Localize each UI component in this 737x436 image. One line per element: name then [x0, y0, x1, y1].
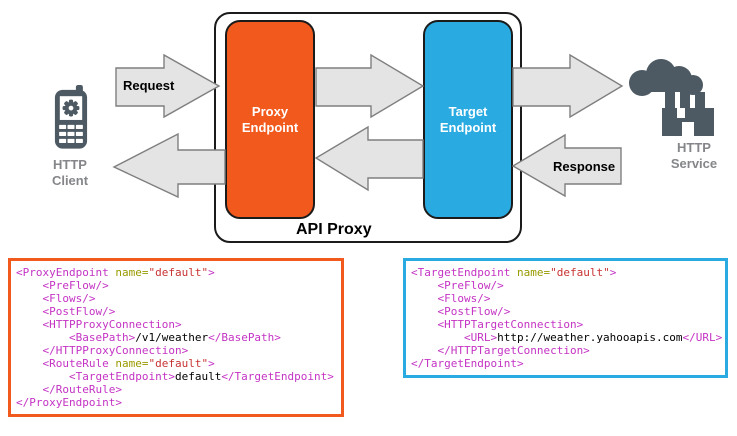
code-line: <TargetEndpoint name="default">	[411, 266, 617, 279]
target-to-service-arrow	[512, 53, 624, 119]
target-endpoint-box: Target Endpoint	[423, 20, 513, 219]
gear-icon	[62, 99, 80, 117]
mobile-phone-icon	[54, 85, 88, 149]
code-line: <BasePath>/v1/weather</BasePath>	[16, 331, 281, 344]
code-line: <HTTPTargetConnection>	[411, 318, 584, 331]
code-line: </ProxyEndpoint>	[16, 396, 122, 409]
code-line: </TargetEndpoint>	[411, 357, 524, 370]
factory-icon	[629, 59, 714, 136]
code-line: </HTTPProxyConnection>	[16, 344, 189, 357]
http-client-label: HTTP Client	[51, 157, 89, 188]
proxy-endpoint-label: Proxy Endpoint	[241, 103, 299, 135]
code-line: <Flows/>	[16, 292, 96, 305]
response-label: Response	[553, 159, 616, 174]
code-line: <TargetEndpoint>default</TargetEndpoint>	[16, 370, 334, 383]
http-service-label: HTTP Service	[670, 140, 718, 171]
keypad	[59, 124, 83, 144]
code-line: <RouteRule name="default">	[16, 357, 215, 370]
code-line: <URL>http://weather.yahooapis.com</URL>	[411, 331, 723, 344]
code-line: <PostFlow/>	[411, 305, 511, 318]
target-endpoint-xml-block: <TargetEndpoint name="default"> <PreFlow…	[403, 258, 728, 378]
target-endpoint-label: Target Endpoint	[439, 103, 497, 135]
proxy-endpoint-box: Proxy Endpoint	[225, 20, 315, 219]
code-line: <ProxyEndpoint name="default">	[16, 266, 215, 279]
factory-building	[662, 86, 714, 136]
code-line: <PreFlow/>	[411, 279, 504, 292]
request-label: Request	[123, 78, 175, 93]
api-proxy-title: API Proxy	[296, 221, 372, 238]
code-line: <Flows/>	[411, 292, 491, 305]
code-line: <HTTPProxyConnection>	[16, 318, 182, 331]
code-line: </HTTPTargetConnection>	[411, 344, 590, 357]
proxy-endpoint-xml-block: <ProxyEndpoint name="default"> <PreFlow/…	[8, 258, 344, 417]
code-line: <PreFlow/>	[16, 279, 109, 292]
code-line: <PostFlow/>	[16, 305, 116, 318]
proxy-to-client-arrow	[112, 132, 226, 199]
code-line: </RouteRule>	[16, 383, 122, 396]
